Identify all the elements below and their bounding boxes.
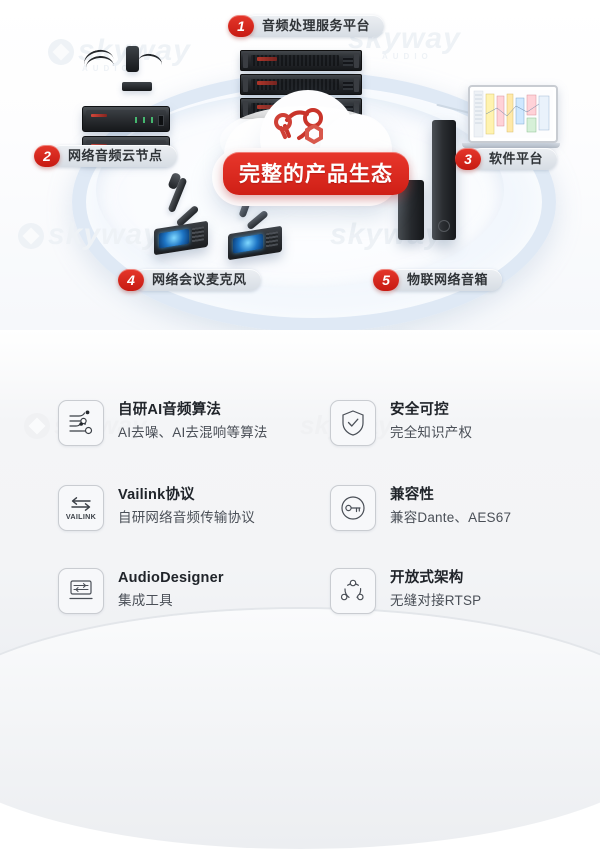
art-cables-and-dongles <box>80 40 190 91</box>
features-grid: 自研AI音频算法 AI去噪、AI去混响等算法 安全可控 完全知识产权 <box>58 400 558 651</box>
feature-title: 兼容性 <box>390 487 435 503</box>
node-label-2: 网络音频云节点 <box>50 145 177 167</box>
art-column-speaker <box>432 120 456 240</box>
watermark-bottom-left: skyway <box>18 218 161 252</box>
feature-item-ai-algorithm[interactable]: 自研AI音频算法 AI去噪、AI去混响等算法 <box>58 400 330 485</box>
key-circle-icon <box>330 485 376 531</box>
feature-item-vailink[interactable]: VAILINK Vailink协议 自研网络音频传输协议 <box>58 485 330 568</box>
feature-subtitle: AI去噪、AI去混响等算法 <box>118 425 268 440</box>
feature-title: 开放式架构 <box>390 570 464 586</box>
feature-subtitle: 自研网络音频传输协议 <box>118 510 255 525</box>
product-ecosystem-diagram: skyway AUDIO skyway AUDIO skyway skyway <box>0 0 600 330</box>
ecosystem-cloud <box>202 88 408 214</box>
shield-check-icon <box>330 400 376 446</box>
node-tag-1[interactable]: 1 音频处理服务平台 <box>228 15 385 37</box>
feature-item-security[interactable]: 安全可控 完全知识产权 <box>330 400 558 485</box>
node-number-3: 3 <box>455 148 481 170</box>
feature-item-compatibility[interactable]: 兼容性 兼容Dante、AES67 <box>330 485 558 568</box>
vailink-icon-text: VAILINK <box>65 511 97 521</box>
node-tag-3[interactable]: 3 软件平台 <box>455 148 558 170</box>
node-number-1: 1 <box>228 15 254 37</box>
features-section: skyway skyway <box>0 330 600 849</box>
watermark-logo-icon <box>18 223 44 249</box>
watermark-bottom-right: skyway <box>330 218 443 252</box>
feature-subtitle: 集成工具 <box>118 593 173 608</box>
watermark-text: skyway <box>330 218 443 251</box>
feature-title: AudioDesigner <box>118 570 224 586</box>
watermark-logo-icon <box>24 413 50 439</box>
feature-item-audiodesigner[interactable]: AudioDesigner 集成工具 <box>58 568 330 651</box>
feature-subtitle: 兼容Dante、AES67 <box>390 510 512 525</box>
feature-subtitle: 无缝对接RTSP <box>390 593 482 608</box>
art-laptop-software <box>462 85 560 148</box>
watermark-subtext: AUDIO <box>382 52 433 61</box>
feature-item-open-architecture[interactable]: 开放式架构 无缝对接RTSP <box>330 568 558 651</box>
node-label-4: 网络会议麦克风 <box>134 269 261 291</box>
ai-algorithm-icon <box>58 400 104 446</box>
node-tag-2[interactable]: 2 网络音频云节点 <box>34 145 177 167</box>
vailink-icon: VAILINK <box>58 485 104 531</box>
node-tag-4[interactable]: 4 网络会议麦克风 <box>118 269 261 291</box>
watermark-text: skyway <box>48 218 161 251</box>
node-label-1: 音频处理服务平台 <box>244 15 385 37</box>
feature-title: 自研AI音频算法 <box>118 402 222 418</box>
watermark-logo-icon <box>48 39 74 65</box>
node-tag-5[interactable]: 5 物联网络音箱 <box>373 269 503 291</box>
open-architecture-icon <box>330 568 376 614</box>
node-label-5: 物联网络音箱 <box>389 269 503 291</box>
node-number-2: 2 <box>34 145 60 167</box>
ecosystem-center-label: 完整的产品生态 <box>223 152 409 195</box>
feature-title: 安全可控 <box>390 402 449 418</box>
node-number-5: 5 <box>373 269 399 291</box>
network-nodes-icon <box>274 108 323 145</box>
feature-title: Vailink协议 <box>118 487 195 503</box>
software-ui-mock <box>473 90 553 138</box>
audio-designer-icon <box>58 568 104 614</box>
laptop-screen <box>473 90 553 138</box>
node-number-4: 4 <box>118 269 144 291</box>
feature-subtitle: 完全知识产权 <box>390 425 473 440</box>
watermark-subtext: AUDIO <box>82 64 133 73</box>
node-label-3: 软件平台 <box>471 148 558 170</box>
